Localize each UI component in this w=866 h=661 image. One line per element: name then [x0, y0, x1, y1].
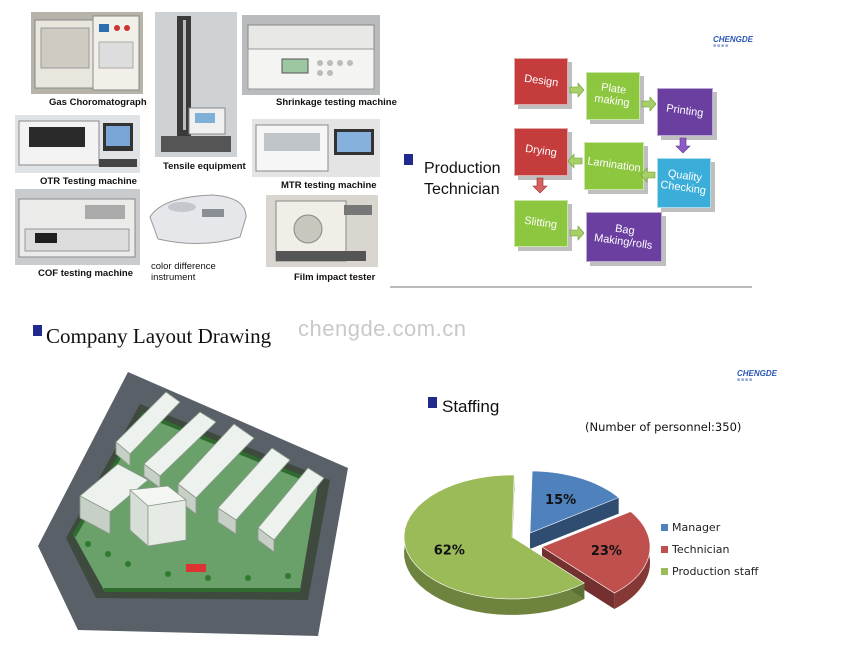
- legend-swatch: [661, 524, 668, 531]
- color-difference-photo: [142, 187, 252, 257]
- cof-machine-caption: COF testing machine: [38, 268, 134, 279]
- step-lamination: Lamination: [584, 142, 644, 190]
- chengde-logo-bottom: CHENGDE ■■■■: [737, 370, 777, 383]
- staffing-pie-chart: 15% 23% 62%: [403, 470, 651, 615]
- production-heading-line2: Technician: [424, 181, 500, 198]
- arrow-right-icon: [641, 96, 657, 112]
- legend-swatch: [661, 568, 668, 575]
- legend-production-staff: Production staff: [661, 565, 758, 578]
- logo-text: CHENGDE: [737, 369, 778, 378]
- bullet-icon: [428, 397, 437, 408]
- pie-label-manager: 15%: [545, 493, 576, 508]
- factory-layout-drawing: [38, 372, 348, 636]
- company-layout-heading: Company Layout Drawing: [46, 324, 272, 348]
- step-drying: Drying: [514, 128, 568, 176]
- arrow-left-icon: [640, 167, 656, 183]
- mtr-machine-photo: [252, 119, 380, 177]
- shrinkage-machine-caption: Shrinkage testing machine: [276, 97, 397, 108]
- legend-label: Production staff: [672, 565, 759, 578]
- production-heading-line1: Production: [424, 160, 501, 177]
- arrow-right-icon: [569, 225, 585, 241]
- step-slitting: Slitting: [514, 200, 568, 247]
- arrow-right-icon: [569, 82, 585, 98]
- staffing-heading: Staffing: [442, 397, 500, 416]
- chengde-logo-top: CHENGDE ■■■■: [713, 36, 753, 49]
- pie-label-technician: 23%: [591, 544, 622, 559]
- tensile-equipment-caption: Tensile equipment: [163, 161, 246, 172]
- pie-label-production-staff: 62%: [434, 543, 465, 558]
- otr-machine-caption: OTR Testing machine: [40, 176, 137, 187]
- bullet-icon: [33, 325, 42, 336]
- watermark-text: chengde.com.cn: [298, 316, 467, 341]
- pie-slice-production-staff: 62%: [403, 474, 585, 615]
- legend-manager: Manager: [661, 521, 720, 534]
- logo-sub-icon: ■■■■: [713, 43, 730, 49]
- arrow-left-icon: [567, 153, 583, 169]
- mtr-machine-caption: MTR testing machine: [281, 180, 377, 191]
- step-printing: Printing: [657, 88, 713, 136]
- film-impact-caption: Film impact tester: [294, 272, 376, 283]
- flow-arrows: [390, 82, 752, 288]
- otr-machine-photo: [15, 115, 140, 173]
- bullet-icon: [404, 154, 413, 165]
- gas-chromatograph-caption: Gas Choromatograph: [49, 97, 147, 108]
- logo-sub-icon: ■■■■: [737, 377, 754, 383]
- personnel-count: (Number of personnel:350): [585, 420, 742, 434]
- arrow-down-icon: [675, 137, 691, 154]
- color-difference-caption: color difference instrument: [151, 261, 216, 283]
- legend-swatch: [661, 546, 668, 553]
- legend-technician: Technician: [661, 543, 729, 556]
- legend-label: Technician: [672, 543, 730, 556]
- arrow-down-icon: [532, 177, 548, 194]
- tensile-equipment-photo: [155, 12, 237, 157]
- pie-slice-technician: 23%: [541, 511, 651, 610]
- cof-machine-photo: [15, 189, 140, 265]
- step-quality-checking: Quality Checking: [657, 158, 711, 208]
- shrinkage-machine-photo: [242, 15, 380, 95]
- step-plate-making: Plate making: [586, 72, 640, 120]
- step-design: Design: [514, 58, 568, 105]
- production-heading: Production Technician: [424, 158, 501, 200]
- gas-chromatograph-photo: [31, 12, 143, 94]
- pie-slice-manager: 15%: [529, 470, 620, 549]
- film-impact-photo: [266, 195, 378, 267]
- legend-label: Manager: [672, 521, 721, 534]
- logo-text: CHENGDE: [713, 35, 754, 44]
- step-bag-making: Bag Making/rolls: [586, 212, 662, 262]
